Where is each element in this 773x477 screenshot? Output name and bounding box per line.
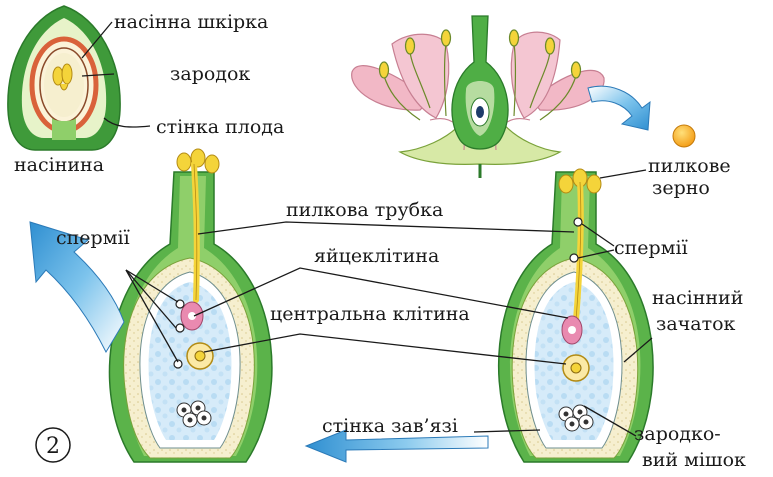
sperm-right-1 <box>574 218 582 226</box>
label-pollen-grain-1: пилкове <box>648 155 731 177</box>
label-ovary-wall: стінка зав’язі <box>322 415 458 437</box>
label-central-cell: центральна клітина <box>270 303 470 325</box>
label-embryo: зародок <box>170 63 250 85</box>
label-fruit-wall: стінка плода <box>156 116 284 138</box>
label-pollen-grain-2: зерно <box>652 177 710 199</box>
label-pollen-tube: пилкова трубка <box>286 199 443 221</box>
sperm-left-2 <box>176 324 184 332</box>
label-sperms-left: спермії <box>56 227 130 249</box>
flower-figure <box>352 16 695 178</box>
label-seed: насінина <box>14 154 104 176</box>
label-egg-cell: яйцеклітина <box>314 245 439 267</box>
pistil-right-figure <box>499 169 653 462</box>
label-embryo-sac-2: вий мішок <box>642 449 746 471</box>
label-ovule-1: насінний <box>652 287 743 309</box>
label-embryo-sac-1: зародко- <box>634 423 721 445</box>
label-seed-coat: насінна шкірка <box>114 11 268 33</box>
pistil-left-figure <box>110 149 272 462</box>
label-sperms-right: спермії <box>614 237 688 259</box>
sperm-right-2 <box>570 254 578 262</box>
stigma-left <box>177 149 219 173</box>
figure-number-badge: 2 <box>36 428 70 462</box>
arrow-to-pollen <box>588 86 650 130</box>
pollen-grain-icon <box>673 125 695 147</box>
label-ovule-2: зачаток <box>656 313 736 335</box>
figure-number: 2 <box>46 434 60 459</box>
seed-figure: насінна шкірка зародок стінка плода насі… <box>8 6 284 176</box>
